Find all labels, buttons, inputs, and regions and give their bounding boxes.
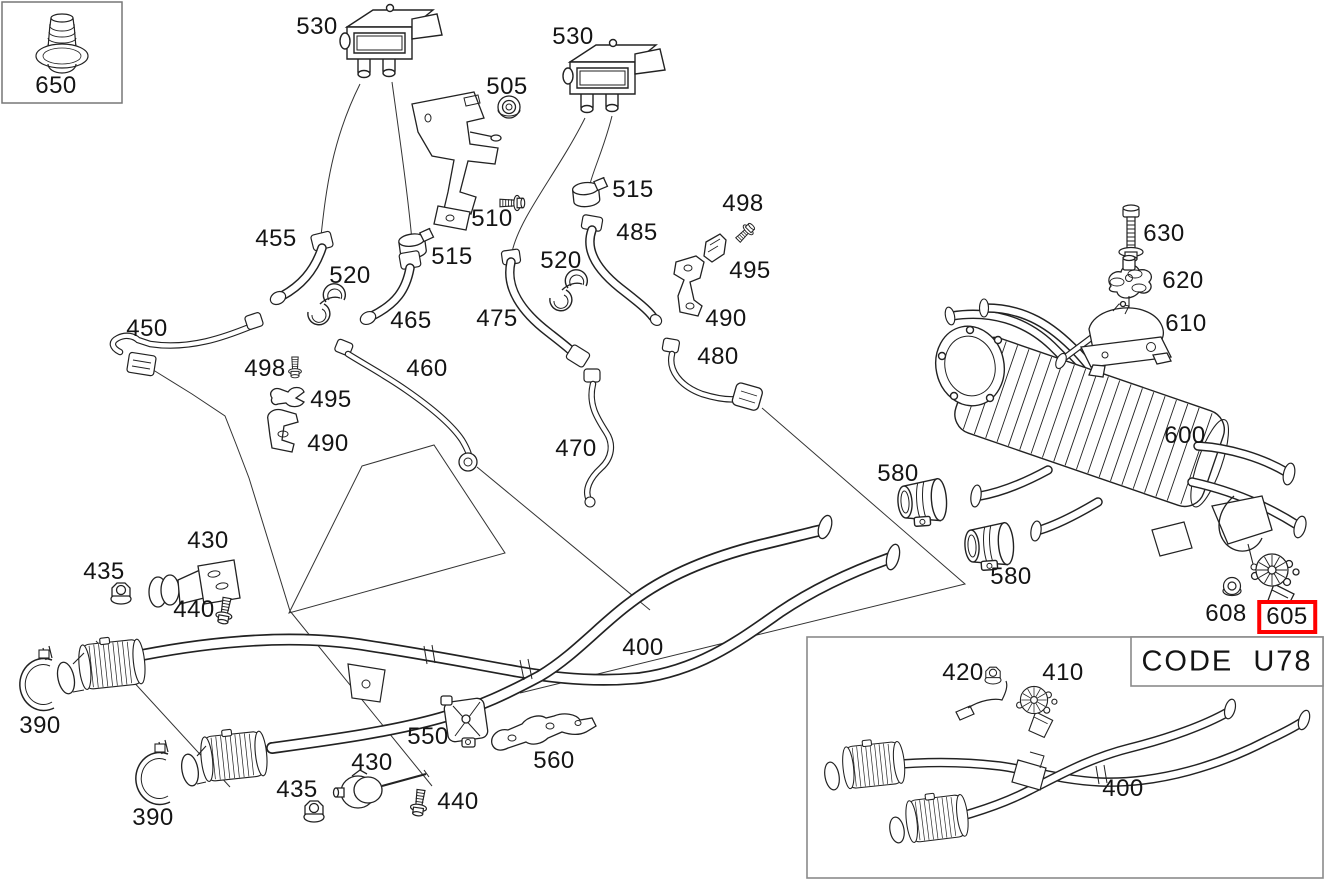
- part-label-480[interactable]: 480: [697, 343, 739, 370]
- inset-pipes: [824, 698, 1311, 844]
- part-label-620[interactable]: 620: [1162, 267, 1204, 294]
- part-label-450[interactable]: 450: [126, 315, 168, 342]
- part-label-430[interactable]: 430: [187, 527, 229, 554]
- part-label-485[interactable]: 485: [616, 219, 658, 246]
- bracket-490-left-drawing: [267, 408, 299, 453]
- part-label-630[interactable]: 630: [1143, 220, 1185, 247]
- part-label-460[interactable]: 460: [406, 355, 448, 382]
- part-label-600[interactable]: 600: [1164, 422, 1206, 449]
- part-label-430[interactable]: 430: [351, 749, 393, 776]
- part-label-530[interactable]: 530: [296, 13, 338, 40]
- part-label-560[interactable]: 560: [533, 747, 575, 774]
- bracket-495-left-drawing: [270, 386, 305, 408]
- part-label-420[interactable]: 420: [942, 659, 984, 686]
- part-label-410[interactable]: 410: [1042, 659, 1084, 686]
- part-label-530[interactable]: 530: [552, 23, 594, 50]
- screw-650-drawing: [35, 13, 89, 74]
- part-label-510[interactable]: 510: [471, 205, 513, 232]
- part-label-650[interactable]: 650: [35, 72, 77, 99]
- inset-panel: [806, 636, 1324, 879]
- front-pipe-assembly: [19, 514, 901, 806]
- part-label-495[interactable]: 495: [729, 257, 771, 284]
- part-label-605-highlighted[interactable]: 605: [1257, 600, 1317, 634]
- part-label-520[interactable]: 520: [329, 262, 371, 289]
- part-label-608[interactable]: 608: [1205, 600, 1247, 627]
- part-label-490[interactable]: 490: [705, 305, 747, 332]
- muffler-600-drawing: [935, 298, 1307, 571]
- part-label-610[interactable]: 610: [1165, 310, 1207, 337]
- bracket-560-drawing: [491, 713, 597, 751]
- part-label-435[interactable]: 435: [276, 776, 318, 803]
- sensor-bracket-drawing: [411, 91, 502, 231]
- pipes-450-460: [109, 312, 478, 472]
- nut-608-drawing: [1222, 576, 1242, 597]
- hanger-430-left-drawing: [148, 559, 241, 608]
- part-label-470[interactable]: 470: [555, 435, 597, 462]
- mount-620-drawing: [1108, 254, 1153, 310]
- part-label-435[interactable]: 435: [83, 558, 125, 585]
- legend-box-650: [1, 1, 123, 104]
- part-label-465[interactable]: 465: [390, 307, 432, 334]
- bracket-490-right-drawing: [673, 255, 705, 317]
- part-label-505[interactable]: 505: [486, 73, 528, 100]
- sensor-hoses: [269, 214, 763, 508]
- nut-505-drawing: [497, 95, 521, 119]
- part-label-580[interactable]: 580: [877, 460, 919, 487]
- part-label-498[interactable]: 498: [722, 190, 764, 217]
- part-label-440[interactable]: 440: [173, 596, 215, 623]
- part-label-400[interactable]: 400: [1102, 775, 1144, 802]
- bracket-610-drawing: [1055, 300, 1172, 378]
- part-label-455[interactable]: 455: [255, 225, 297, 252]
- part-label-515[interactable]: 515: [612, 176, 654, 203]
- part-label-515[interactable]: 515: [431, 243, 473, 270]
- part-label-475[interactable]: 475: [476, 305, 518, 332]
- part-label-520[interactable]: 520: [540, 247, 582, 274]
- part-label-550[interactable]: 550: [407, 723, 449, 750]
- bracket-495-right-drawing: [703, 233, 727, 263]
- code-box: [1130, 636, 1324, 687]
- part-label-400[interactable]: 400: [622, 634, 664, 661]
- hanger-430-right-drawing: [332, 769, 430, 809]
- part-label-390[interactable]: 390: [19, 712, 61, 739]
- part-label-498[interactable]: 498: [244, 355, 286, 382]
- part-label-490[interactable]: 490: [307, 430, 349, 457]
- part-label-390[interactable]: 390: [132, 804, 174, 831]
- part-label-495[interactable]: 495: [310, 386, 352, 413]
- code-u78-label: CODE U78: [1141, 645, 1313, 678]
- part-label-580[interactable]: 580: [990, 563, 1032, 590]
- part-label-440[interactable]: 440: [437, 788, 479, 815]
- mount-550-drawing: [440, 695, 489, 748]
- bracket-410-arm-drawing: [955, 680, 1008, 721]
